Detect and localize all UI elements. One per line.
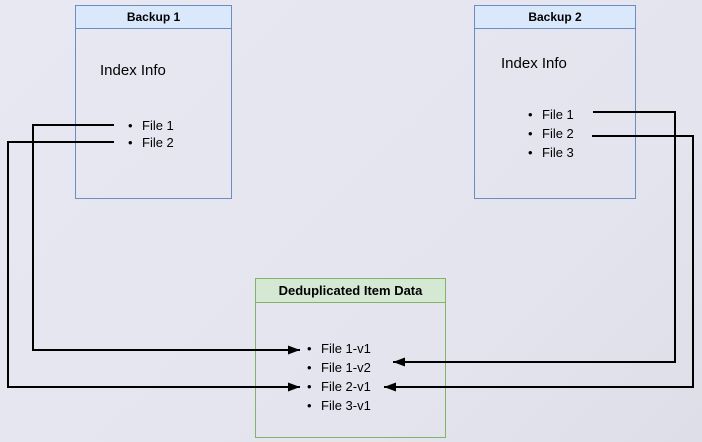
list-item: File 1 [128,117,174,134]
list-item: File 1-v2 [307,358,371,377]
list-item: File 2-v1 [307,377,371,396]
list-item: File 2 [128,134,174,151]
list-item: File 1-v1 [307,339,371,358]
deduplicated-item-data-title: Deduplicated Item Data [256,279,445,303]
backup-2-index-info-label: Index Info [501,55,567,72]
backup-1-index-info-label: Index Info [100,62,166,79]
deduplicated-item-data-box: Deduplicated Item Data File 1-v1 File 1-… [255,278,446,438]
list-item: File 2 [528,124,574,143]
list-item: File 1 [528,105,574,124]
backup-2-file-list: File 1 File 2 File 3 [528,105,574,162]
backup-2-box: Backup 2 Index Info File 1 File 2 File 3 [474,5,636,199]
backup-1-file-list: File 1 File 2 [128,117,174,151]
backup-1-title: Backup 1 [76,6,231,29]
deduplicated-item-list: File 1-v1 File 1-v2 File 2-v1 File 3-v1 [307,339,371,415]
list-item: File 3 [528,143,574,162]
backup-1-box: Backup 1 Index Info File 1 File 2 [75,5,232,199]
list-item: File 3-v1 [307,396,371,415]
backup-2-title: Backup 2 [475,6,635,29]
